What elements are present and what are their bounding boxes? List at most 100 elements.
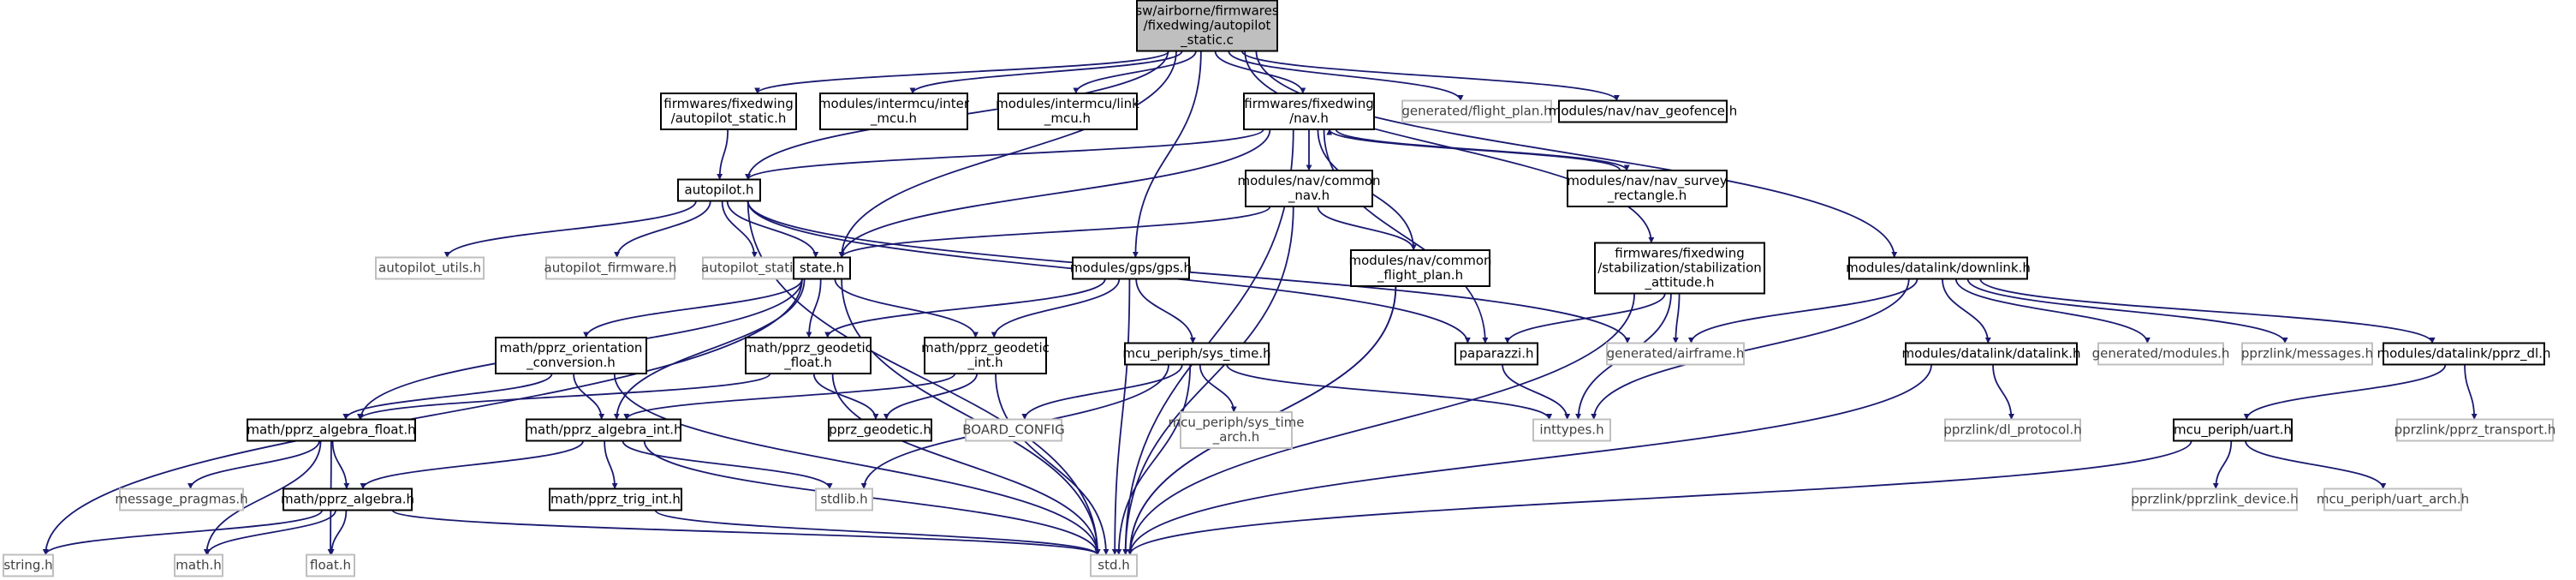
node-box (119, 487, 244, 511)
node-stab-attitude[interactable]: firmwares/fixedwing/stabilization/stabil… (1594, 242, 1765, 295)
node-pprz-transport: pprzlink/pprz_transport.h (2395, 418, 2556, 442)
node-gen-modules: generated/modules.h (2092, 342, 2229, 366)
node-label: modules/nav/common (1237, 173, 1380, 188)
node-box (828, 418, 932, 442)
edge-common_nav-to-common_flight_plan (1317, 206, 1417, 251)
edge-pprz_dl-to-uart (2243, 364, 2447, 420)
node-box (660, 93, 797, 130)
node-label: modules/nav/nav_survey (1567, 173, 1727, 189)
node-label: modules/datalink/downlink.h (1846, 260, 2031, 276)
node-box (1136, 0, 1278, 52)
node-nav-geofence[interactable]: modules/nav/nav_geofence.h (1549, 99, 1737, 123)
node-label: modules/nav/nav_geofence.h (1549, 104, 1737, 120)
node-algebra-float[interactable]: math/pprz_algebra_float.h (247, 418, 416, 442)
node-intermcu-link[interactable]: modules/intermcu/link_mcu.h (996, 93, 1139, 130)
node-uart[interactable]: mcu_periph/uart.h (2173, 418, 2293, 442)
node-box (1532, 418, 1611, 442)
edge-nav_survey-to-fw_nav (1326, 129, 1621, 171)
node-common-flight-plan[interactable]: modules/nav/common_flight_plan.h (1348, 249, 1492, 287)
node-label: /fixedwing/autopilot (1144, 18, 1271, 33)
node-board-config: BOARD_CONFIG (962, 418, 1065, 442)
node-gps[interactable]: modules/gps/gps.h (1070, 256, 1192, 280)
edge-root-to-fw_autopilot_static (754, 50, 1170, 94)
node-inttypes: inttypes.h (1532, 418, 1611, 442)
node-label: math/pprz_orientation (500, 340, 643, 356)
edge-algebra_float-to-message_pragmas (187, 440, 320, 489)
node-fw-nav[interactable]: firmwares/fixedwing/nav.h (1243, 93, 1375, 130)
node-label: modules/intermcu/link (996, 96, 1139, 111)
edge-common_nav-to-std (1122, 206, 1294, 555)
node-label: modules/nav/common (1348, 253, 1491, 268)
node-state[interactable]: state.h (793, 256, 851, 280)
node-label: state.h (800, 260, 844, 276)
node-pprz-dl[interactable]: modules/datalink/pprz_dl.h (2377, 342, 2551, 366)
node-box (1243, 93, 1375, 130)
node-label: firmwares/fixedwing (1615, 246, 1744, 261)
node-fw-autopilot-static[interactable]: firmwares/fixedwing/autopilot_static.h (660, 93, 797, 130)
node-std: std.h (1090, 553, 1138, 577)
edge-orientation-to-algebra_int (573, 373, 605, 420)
node-autopilot-utils: autopilot_utils.h (375, 256, 485, 280)
node-box (283, 487, 413, 511)
edge-datalink-to-dl_protocol (1992, 364, 2014, 420)
node-label: _mcu.h (870, 111, 917, 127)
edge-pprz_algebra-to-std (391, 509, 1101, 556)
node-label: /autopilot_static.h (671, 111, 787, 127)
node-box (745, 337, 872, 374)
node-pprz-geodetic[interactable]: pprz_geodetic.h (828, 418, 932, 442)
node-label: _nav.h (1288, 188, 1330, 204)
node-pprzlink-device: pprzlink/pprzlink_device.h (2131, 487, 2299, 511)
node-box (526, 418, 681, 442)
edge-sys_time-to-board_config (1021, 364, 1183, 420)
edge-gps-to-geodetic_int (991, 278, 1121, 338)
edge-datalink-to-std (1127, 364, 1932, 555)
node-label: _rectangle.h (1607, 188, 1687, 204)
edge-downlink-to-gen_modules (1954, 278, 2151, 344)
edge-root-to-flight_plan (1228, 51, 1464, 101)
edge-state-to-geodetic_float (806, 278, 822, 338)
node-label: sw/airborne/firmwares (1135, 3, 1279, 19)
node-sys-time[interactable]: mcu_periph/sys_time.h (1122, 342, 1271, 366)
node-downlink[interactable]: modules/datalink/downlink.h (1846, 256, 2031, 280)
node-box (677, 178, 761, 202)
edge-autopilot-to-autopilot_static (721, 200, 758, 258)
edge-geodetic_float-to-std (831, 373, 1101, 555)
node-label: string.h (3, 558, 52, 573)
edge-autopilot-to-autopilot_firmware (614, 200, 711, 258)
node-geodetic-float[interactable]: math/pprz_geodetic_float.h (744, 337, 872, 374)
edge-sys_time-to-sys_time_arch (1199, 364, 1237, 413)
node-trig-int[interactable]: math/pprz_trig_int.h (549, 487, 682, 511)
node-common-nav[interactable]: modules/nav/common_nav.h (1237, 170, 1381, 207)
node-math: math.h (174, 553, 223, 577)
node-box (1944, 418, 2081, 442)
node-box (375, 256, 485, 280)
node-box (1848, 256, 2028, 280)
node-algebra-int[interactable]: math/pprz_algebra_int.h (525, 418, 682, 442)
node-intermcu-inter[interactable]: modules/intermcu/inter_mcu.h (818, 93, 970, 130)
node-box (306, 553, 355, 577)
nodes-layer: sw/airborne/firmwares/fixedwing/autopilo… (3, 0, 2556, 577)
edge-algebra_float-to-pprz_algebra (331, 440, 350, 489)
node-label: pprzlink/pprz_transport.h (2395, 422, 2556, 439)
edge-downlink-to-inttypes (1591, 278, 1910, 420)
node-pprz-algebra[interactable]: math/pprz_algebra.h (281, 487, 414, 511)
node-label: _conversion.h (526, 355, 616, 371)
node-label: math/pprz_algebra_int.h (525, 422, 681, 439)
edge-uart-to-pprzlink_device (2212, 440, 2233, 489)
node-label: inttypes.h (1539, 422, 1603, 438)
node-label: mcu_periph/sys_time.h (1122, 346, 1270, 362)
node-label: firmwares/fixedwing (663, 96, 793, 111)
node-orientation[interactable]: math/pprz_orientation_conversion.h (495, 337, 647, 374)
node-label: pprzlink/pprzlink_device.h (2131, 492, 2298, 508)
node-datalink[interactable]: modules/datalink/datalink.h (1901, 342, 2081, 366)
edges-layer (42, 50, 2478, 556)
node-paparazzi[interactable]: paparazzi.h (1455, 342, 1538, 366)
edge-sys_time-to-inttypes (1226, 364, 1553, 420)
node-box (924, 337, 1047, 374)
edge-algebra_float-to-math (203, 440, 322, 555)
node-nav-survey[interactable]: modules/nav/nav_survey_rectangle.h (1567, 170, 1728, 207)
node-autopilot[interactable]: autopilot.h (677, 178, 761, 202)
node-box (549, 487, 682, 511)
node-root[interactable]: sw/airborne/firmwares/fixedwing/autopilo… (1135, 0, 1279, 52)
node-geodetic-int[interactable]: math/pprz_geodetic_int.h (921, 337, 1050, 374)
